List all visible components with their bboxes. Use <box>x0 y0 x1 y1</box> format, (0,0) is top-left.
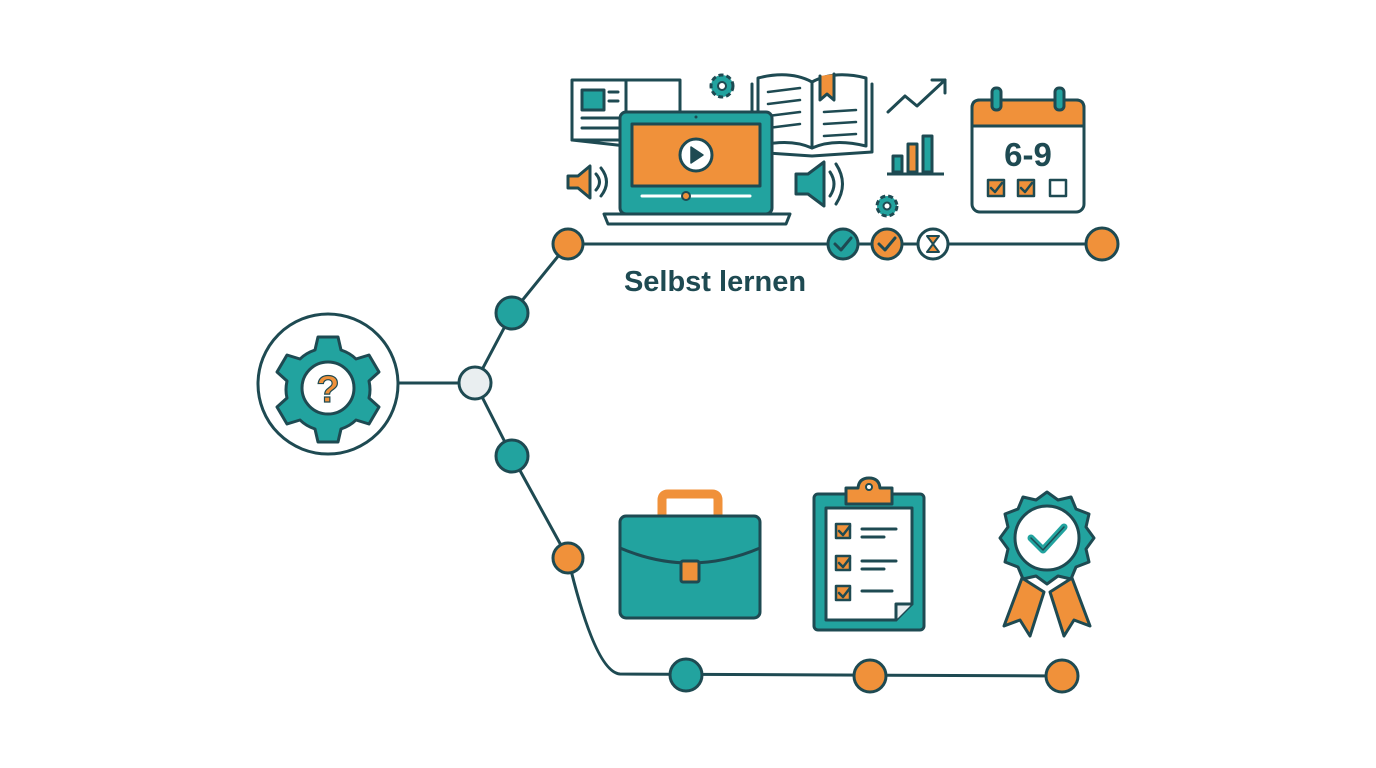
laptop-video-icon <box>602 110 792 226</box>
clipboard-checklist-icon <box>812 476 926 632</box>
question-symbol: ? <box>316 369 339 411</box>
hourglass-icon <box>916 227 950 261</box>
line-branch-to-top <box>473 242 1104 385</box>
check-circle-icon <box>826 227 860 261</box>
top-path-label: Selbst lernen <box>624 266 806 298</box>
start-node: ? <box>256 312 400 456</box>
bottom-node-1 <box>494 438 530 474</box>
path-nodes <box>457 226 1120 694</box>
briefcase-icon <box>618 489 762 620</box>
status-icons <box>826 227 950 261</box>
gear-icon <box>709 73 735 99</box>
bottom-node-end <box>1044 658 1080 694</box>
top-node-2 <box>551 227 585 261</box>
check-circle-icon <box>870 227 904 261</box>
bottom-node-3 <box>668 657 704 693</box>
gear-icon <box>875 194 899 218</box>
calendar-range-text: 6-9 <box>1004 136 1052 173</box>
bottom-node-4 <box>852 658 888 694</box>
speaker-icon <box>566 164 608 200</box>
top-node-1 <box>494 295 530 331</box>
award-badge-icon <box>998 490 1096 638</box>
top-node-end <box>1084 226 1120 262</box>
speaker-icon <box>794 160 844 208</box>
branch-node <box>457 365 493 401</box>
line-branch-to-bottom <box>473 381 1064 678</box>
calendar-icon <box>970 86 1086 214</box>
gear-question-icon: ? <box>275 335 381 444</box>
trend-chart-icon <box>886 78 947 114</box>
bottom-node-2 <box>551 541 585 575</box>
bar-chart-icon <box>887 134 944 176</box>
